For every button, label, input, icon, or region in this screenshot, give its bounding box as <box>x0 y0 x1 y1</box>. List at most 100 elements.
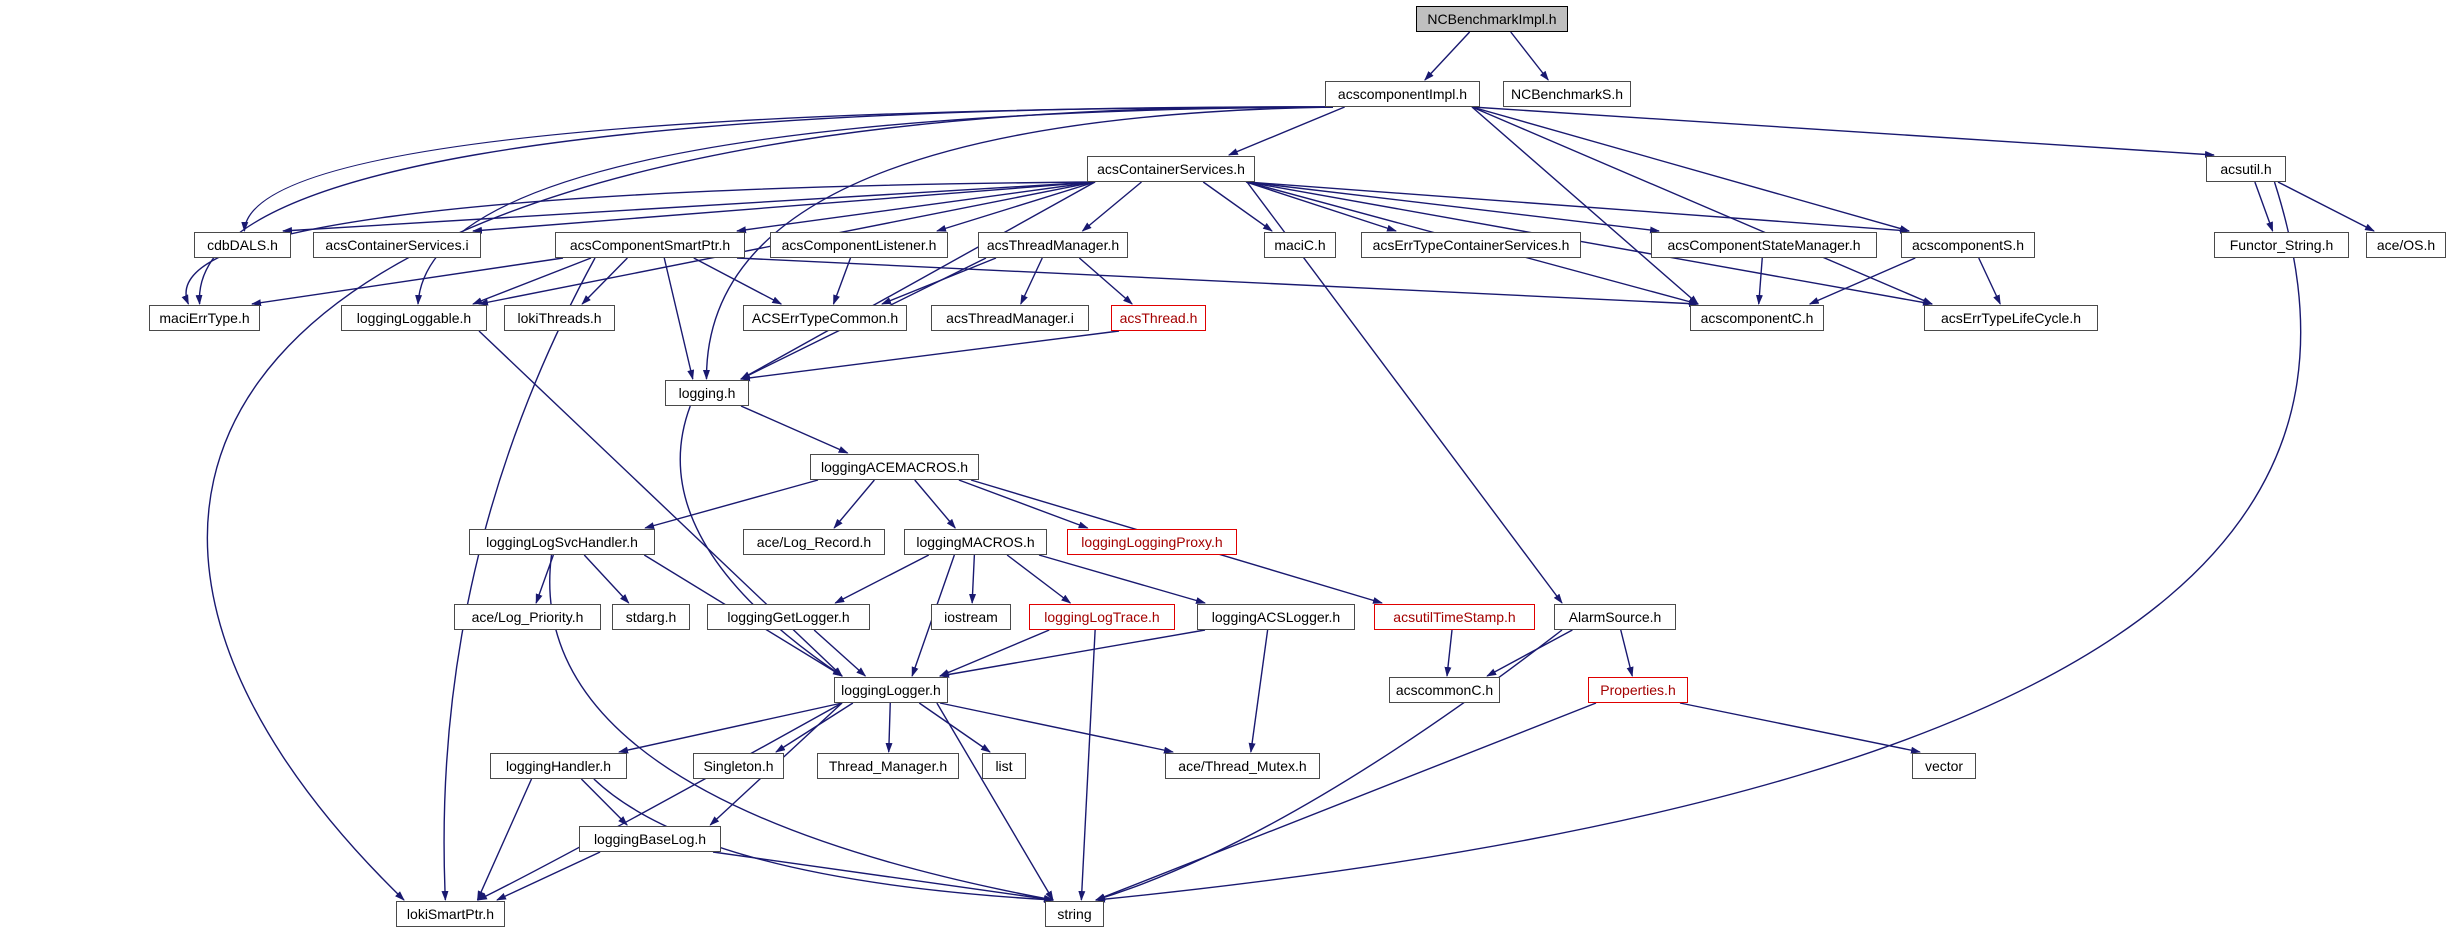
graph-node-acsThread[interactable]: acsThread.h <box>1111 305 1206 331</box>
edge-acsContainerServices-to-acsErrTypeContainerServices <box>1245 181 1397 232</box>
graph-node-logging[interactable]: logging.h <box>665 380 749 406</box>
graph-node-acsutilTimeStamp[interactable]: acsutilTimeStamp.h <box>1374 604 1535 630</box>
graph-node-AlarmSource[interactable]: AlarmSource.h <box>1554 604 1676 630</box>
graph-node-vector[interactable]: vector <box>1912 753 1976 779</box>
graph-node-acsContainerServices[interactable]: acsContainerServices.h <box>1087 156 1255 182</box>
graph-node-loggingMACROS[interactable]: loggingMACROS.h <box>904 529 1047 555</box>
edge-acscomponentImpl-to-lokiSmartPtr <box>206 106 1334 901</box>
graph-node-loggingLoggable[interactable]: loggingLoggable.h <box>341 305 487 331</box>
edge-acsComponentListener-to-ACSErrTypeCommon <box>832 257 852 305</box>
edge-acsutil-to-string <box>1095 181 2302 903</box>
edge-loggingMACROS-to-loggingLogTrace <box>1006 554 1072 604</box>
edge-acsContainerServices-to-maciErrType <box>181 181 1096 305</box>
edge-loggingLogger-to-lokiSmartPtr <box>476 702 843 901</box>
edge-loggingBaseLog-to-string <box>712 851 1054 903</box>
graph-node-acsComponentListener[interactable]: acsComponentListener.h <box>770 232 948 258</box>
graph-node-iostream[interactable]: iostream <box>931 604 1011 630</box>
graph-node-ACSErrTypeCommon[interactable]: ACSErrTypeCommon.h <box>743 305 907 331</box>
edge-acsThreadManager-to-acsThread <box>1078 257 1133 305</box>
graph-node-Singleton[interactable]: Singleton.h <box>693 753 784 779</box>
edge-loggingLogTrace-to-string <box>1078 629 1096 901</box>
graph-node-stdarg[interactable]: stdarg.h <box>612 604 690 630</box>
graph-node-lokiSmartPtr[interactable]: lokiSmartPtr.h <box>396 901 505 927</box>
graph-node-acsComponentStateManager[interactable]: acsComponentStateManager.h <box>1651 232 1877 258</box>
edge-loggingLogger-to-ace_Thread_Mutex <box>939 702 1174 754</box>
graph-node-acsErrTypeContainerServices[interactable]: acsErrTypeContainerServices.h <box>1361 232 1581 258</box>
graph-node-loggingLogSvcHandler[interactable]: loggingLogSvcHandler.h <box>469 529 655 555</box>
graph-node-maciC[interactable]: maciC.h <box>1264 232 1336 258</box>
edge-acsComponentSmartPtr-to-loggingLoggable <box>472 257 592 305</box>
edge-acscomponentImpl-to-acscomponentC <box>1471 106 1699 305</box>
edge-loggingLogSvcHandler-to-stdarg <box>583 554 630 604</box>
edge-acsComponentSmartPtr-to-ACSErrTypeCommon <box>693 257 783 305</box>
graph-node-Thread_Manager[interactable]: Thread_Manager.h <box>817 753 959 779</box>
graph-node-ace_Log_Priority[interactable]: ace/Log_Priority.h <box>454 604 601 630</box>
edge-loggingMACROS-to-iostream <box>969 554 977 604</box>
edge-acsContainerServices-to-acsComponentSmartPtr <box>736 181 1096 234</box>
graph-node-acscomponentImpl[interactable]: acscomponentImpl.h <box>1325 81 1480 107</box>
edge-loggingACEMACROS-to-loggingMACROS <box>914 479 956 529</box>
edge-AlarmSource-to-acscommonC <box>1486 629 1573 677</box>
graph-node-acsContainerServices_i[interactable]: acsContainerServices.i <box>313 232 481 258</box>
edge-acscomponentImpl-to-logging <box>702 106 1334 380</box>
graph-node-acsErrTypeLifeCycle[interactable]: acsErrTypeLifeCycle.h <box>1924 305 2098 331</box>
graph-node-maciErrType[interactable]: maciErrType.h <box>149 305 260 331</box>
graph-node-acscomponentS[interactable]: acscomponentS.h <box>1901 232 2035 258</box>
graph-node-acsutil[interactable]: acsutil.h <box>2206 156 2286 182</box>
graph-node-list[interactable]: list <box>982 753 1026 779</box>
edge-loggingBaseLog-to-lokiSmartPtr <box>496 851 601 901</box>
edge-NCBenchmarkImpl-to-NCBenchmarkS <box>1510 31 1549 81</box>
edge-acsutil-to-ace_OS <box>2277 181 2375 232</box>
graph-node-acsComponentSmartPtr[interactable]: acsComponentSmartPtr.h <box>555 232 745 258</box>
graph-node-ace_Thread_Mutex[interactable]: ace/Thread_Mutex.h <box>1165 753 1320 779</box>
graph-node-string[interactable]: string <box>1045 901 1104 927</box>
graph-node-ace_OS[interactable]: ace/OS.h <box>2366 232 2446 258</box>
edge-loggingLogger-to-loggingHandler <box>618 702 843 754</box>
edge-acsContainerServices-to-acscomponentS <box>1246 181 1910 234</box>
edge-logging-to-loggingACEMACROS <box>740 405 849 454</box>
edge-acsutilTimeStamp-to-acscommonC <box>1444 629 1453 677</box>
edge-acscomponentImpl-to-acsErrTypeLifeCycle <box>1471 106 1933 305</box>
graph-node-loggingLogTrace[interactable]: loggingLogTrace.h <box>1029 604 1175 630</box>
edge-loggingMACROS-to-loggingGetLogger <box>834 554 930 604</box>
graph-node-loggingACEMACROS[interactable]: loggingACEMACROS.h <box>810 454 979 480</box>
graph-node-acsThreadManager[interactable]: acsThreadManager.h <box>978 232 1128 258</box>
graph-node-acscomponentC[interactable]: acscomponentC.h <box>1690 305 1824 331</box>
graph-node-acscommonC[interactable]: acscommonC.h <box>1389 677 1500 703</box>
edge-acsThreadManager-to-acsThreadManager_i <box>1020 257 1043 305</box>
edge-loggingACEMACROS-to-loggingLoggingProxy <box>958 479 1089 529</box>
graph-node-loggingHandler[interactable]: loggingHandler.h <box>490 753 627 779</box>
edge-acscomponentImpl-to-acscomponentS <box>1471 106 1910 232</box>
graph-node-NCBenchmarkImpl[interactable]: NCBenchmarkImpl.h <box>1416 6 1568 32</box>
edge-acsThread-to-logging <box>740 330 1120 382</box>
edge-loggingLogger-to-Singleton <box>775 702 854 753</box>
edge-Properties-to-string <box>1095 702 1597 901</box>
edge-acscomponentImpl-to-acsutil <box>1471 106 2215 158</box>
edge-acsutil-to-Functor_String <box>2254 181 2274 232</box>
edge-acsComponentSmartPtr-to-acscomponentC <box>736 257 1699 308</box>
graph-node-NCBenchmarkS[interactable]: NCBenchmarkS.h <box>1503 81 1631 107</box>
edge-loggingHandler-to-lokiSmartPtr <box>476 778 533 901</box>
edge-logging-to-loggingLogger <box>679 405 843 677</box>
edge-acsContainerServices-to-acsErrTypeLifeCycle <box>1246 181 1933 306</box>
graph-node-ace_Log_Record[interactable]: ace/Log_Record.h <box>743 529 885 555</box>
graph-node-loggingACSLogger[interactable]: loggingACSLogger.h <box>1197 604 1355 630</box>
graph-node-loggingLoggingProxy[interactable]: loggingLoggingProxy.h <box>1067 529 1237 555</box>
edge-loggingMACROS-to-loggingACSLogger <box>1038 554 1206 604</box>
graph-node-cdbDALS[interactable]: cdbDALS.h <box>194 232 291 258</box>
edge-loggingLogger-to-Thread_Manager <box>885 702 893 753</box>
edge-acscomponentS-to-acscomponentC <box>1808 257 1916 305</box>
graph-node-loggingBaseLog[interactable]: loggingBaseLog.h <box>579 826 721 852</box>
graph-node-Functor_String[interactable]: Functor_String.h <box>2214 232 2349 258</box>
edge-acsContainerServices-to-acsComponentStateManager <box>1246 181 1660 234</box>
edge-acsContainerServices-to-maciC <box>1202 181 1273 232</box>
graph-node-lokiThreads[interactable]: lokiThreads.h <box>504 305 615 331</box>
graph-node-loggingLogger[interactable]: loggingLogger.h <box>834 677 948 703</box>
graph-node-acsThreadManager_i[interactable]: acsThreadManager.i <box>931 305 1089 331</box>
edge-acsContainerServices-to-acsContainerServices_i <box>472 181 1096 234</box>
edge-acscomponentImpl-to-maciErrType <box>195 106 1334 305</box>
edge-acsComponentStateManager-to-acscomponentC <box>1755 257 1763 305</box>
graph-node-loggingGetLogger[interactable]: loggingGetLogger.h <box>707 604 870 630</box>
graph-node-Properties[interactable]: Properties.h <box>1588 677 1688 703</box>
